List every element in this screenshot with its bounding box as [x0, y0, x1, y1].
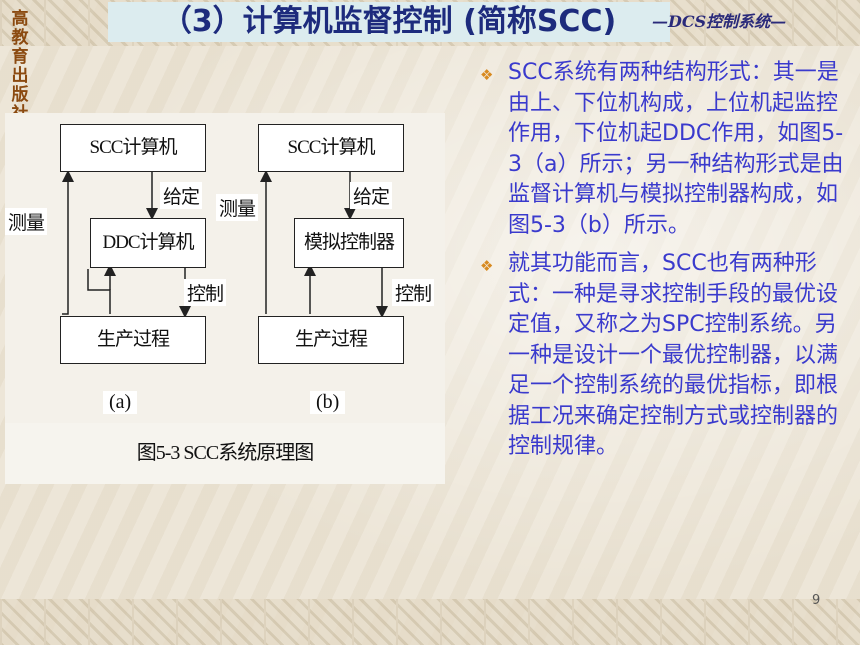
- b-setpoint-label: 给定: [350, 182, 393, 209]
- bullet-text: 就其功能而言，SCC也有两种形式：一种是寻求控制手段的最优设定值，又称之为SPC…: [508, 251, 839, 459]
- a-setpoint-label: 给定: [160, 182, 203, 209]
- figure-caption: 图5-3 SCC系统原理图: [136, 442, 314, 464]
- b-scc-computer-box: SCC计算机: [258, 124, 404, 172]
- b-measure-label: 测量: [216, 194, 259, 221]
- bullet-text: SCC系统有两种结构形式：其一是由上、下位机构成，上位机起监控作用，下位机起DD…: [508, 60, 844, 238]
- page-number: 9: [812, 593, 821, 608]
- b-control-label: 控制: [392, 279, 435, 306]
- a-control-label: 控制: [184, 279, 227, 306]
- diamond-bullet-icon: ❖: [480, 66, 494, 84]
- diamond-bullet-icon: ❖: [480, 257, 494, 275]
- a-sublabel: (a): [103, 391, 138, 414]
- header-tag: —DCS控制系统—: [652, 12, 787, 31]
- a-inner-feedback: [87, 269, 111, 314]
- publisher-char: 版: [11, 85, 29, 105]
- b-process-box: 生产过程: [258, 316, 404, 364]
- slide-title: （3）计算机监督控制 (简称SCC): [161, 4, 617, 39]
- a-ddc-computer-box: DDC计算机: [90, 218, 206, 268]
- publisher-char: 教: [11, 28, 29, 48]
- publisher-char: 高: [11, 9, 29, 29]
- bottom-decorative-band: [0, 599, 860, 645]
- b-analog-controller-box: 模拟控制器: [294, 218, 404, 268]
- b-sublabel: (b): [310, 391, 346, 414]
- a-scc-computer-box: SCC计算机: [60, 124, 206, 172]
- publisher-char: 出: [11, 66, 29, 86]
- bullet-item: ❖ SCC系统有两种结构形式：其一是由上、下位机构成，上位机起监控作用，下位机起…: [480, 58, 852, 241]
- a-measure-label: 测量: [5, 208, 48, 235]
- body-text: ❖ SCC系统有两种结构形式：其一是由上、下位机构成，上位机起监控作用，下位机起…: [480, 58, 852, 463]
- publisher-char: 育: [11, 47, 29, 67]
- bullet-item: ❖ 就其功能而言，SCC也有两种形式：一种是寻求控制手段的最优设定值，又称之为S…: [480, 249, 852, 463]
- caption-panel: [5, 423, 445, 484]
- a-outer-feedback: [62, 170, 74, 315]
- title-background: [108, 2, 670, 42]
- a-process-box: 生产过程: [60, 316, 206, 364]
